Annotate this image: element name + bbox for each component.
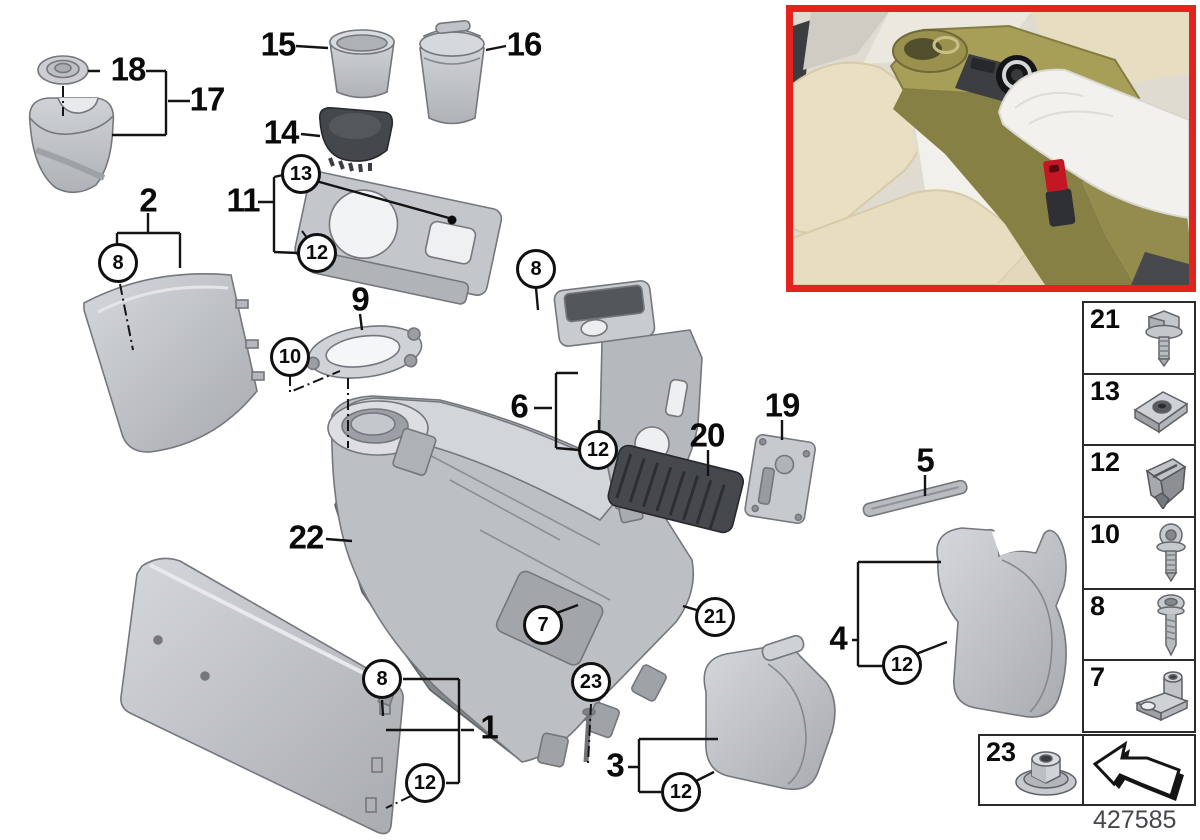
legend-cell-10: 10 bbox=[1084, 518, 1194, 590]
part-label-11: 11 bbox=[226, 181, 261, 219]
fastener-point-13 bbox=[447, 215, 457, 225]
part-label-19: 19 bbox=[764, 386, 801, 424]
part-label-14: 14 bbox=[263, 113, 300, 151]
part-label-15: 15 bbox=[260, 25, 297, 63]
part-1-side-panel bbox=[120, 557, 404, 835]
part-3-rear-cover bbox=[703, 634, 836, 791]
torx-screw-icon bbox=[1156, 523, 1186, 583]
part-17-cupholder-insert bbox=[28, 97, 115, 194]
part-label-2: 2 bbox=[139, 181, 157, 219]
part-label-3: 3 bbox=[606, 746, 624, 784]
legend-cell-23: 23 bbox=[978, 734, 1084, 806]
legend-cell-7: 7 bbox=[1084, 661, 1194, 731]
flange-nut-icon bbox=[1015, 751, 1077, 796]
fastener-callout-7: 7 bbox=[523, 605, 563, 645]
interior-photo bbox=[793, 12, 1189, 285]
legend-number: 10 bbox=[1090, 519, 1121, 550]
legend-number: 12 bbox=[1090, 447, 1121, 478]
legend-cell-8: 8 bbox=[1084, 590, 1194, 662]
part-label-4: 4 bbox=[829, 619, 847, 657]
fastener-callout-12: 12 bbox=[882, 645, 922, 685]
part-label-1: 1 bbox=[480, 708, 498, 746]
part-18-cap bbox=[37, 55, 89, 85]
part-19-bracket-plate bbox=[744, 434, 816, 524]
legend-cell-12: 12 bbox=[1084, 446, 1194, 519]
part-16-container bbox=[419, 19, 485, 125]
leader-lines bbox=[88, 44, 948, 794]
part-14-rubber-insert bbox=[318, 106, 394, 173]
part-label-6: 6 bbox=[510, 387, 528, 425]
part-label-9: 9 bbox=[351, 280, 369, 318]
legend-number: 7 bbox=[1090, 662, 1106, 693]
legend-cell-13: 13 bbox=[1084, 375, 1194, 447]
drawing-number: 427585 bbox=[1093, 806, 1177, 834]
fastener-callout-8: 8 bbox=[516, 249, 556, 289]
legend-number: 8 bbox=[1090, 590, 1106, 621]
fastener-callout-23: 23 bbox=[571, 662, 611, 702]
legend-number: 13 bbox=[1090, 375, 1121, 406]
hex-flange-screw-icon bbox=[1145, 310, 1183, 368]
fastener-callout-8: 8 bbox=[362, 659, 402, 699]
part-label-16: 16 bbox=[506, 25, 543, 63]
fastener-legend: 21 13 bbox=[1082, 301, 1196, 733]
cage-nut-icon bbox=[1134, 671, 1189, 722]
armrest bbox=[997, 68, 1189, 220]
part-15-cup bbox=[329, 29, 395, 99]
fastener-callout-10: 10 bbox=[270, 337, 310, 377]
part-20-mat bbox=[607, 444, 745, 534]
part-9-ring bbox=[306, 325, 423, 379]
fastener-callout-21: 21 bbox=[695, 597, 735, 637]
fastener-callout-8: 8 bbox=[98, 243, 138, 283]
legend-number: 21 bbox=[1090, 304, 1121, 334]
fastener-callout-12: 12 bbox=[297, 233, 337, 273]
fastener-callout-12: 12 bbox=[578, 430, 618, 470]
fastener-callout-13: 13 bbox=[281, 154, 321, 194]
legend-number: 23 bbox=[986, 737, 1017, 767]
bent-arrow-icon bbox=[1092, 740, 1184, 801]
clip-nut-icon bbox=[1133, 390, 1189, 433]
part-label-20: 20 bbox=[689, 416, 726, 454]
alignment-lines bbox=[62, 86, 592, 809]
direction-symbol-box bbox=[1082, 734, 1196, 806]
seatbelt-buckle bbox=[1043, 159, 1076, 227]
part-label-22: 22 bbox=[288, 518, 325, 556]
part-label-5: 5 bbox=[916, 441, 934, 479]
legend-cell-21: 21 bbox=[1084, 303, 1194, 375]
rear-seat bbox=[1031, 12, 1189, 84]
part-5-trim-strip bbox=[862, 479, 968, 518]
spring-clip-icon bbox=[1145, 458, 1187, 510]
part-11-trim-plate bbox=[294, 171, 503, 305]
interior-photo-inset bbox=[786, 5, 1196, 292]
fastener-callout-12: 12 bbox=[661, 772, 701, 812]
fastener-callout-12: 12 bbox=[405, 763, 445, 803]
part-label-18: 18 bbox=[110, 50, 147, 88]
part-label-17: 17 bbox=[189, 80, 226, 118]
part-4-rear-cover bbox=[936, 527, 1067, 718]
tapping-screw-icon bbox=[1157, 593, 1185, 657]
part-2-front-panel bbox=[83, 273, 265, 453]
